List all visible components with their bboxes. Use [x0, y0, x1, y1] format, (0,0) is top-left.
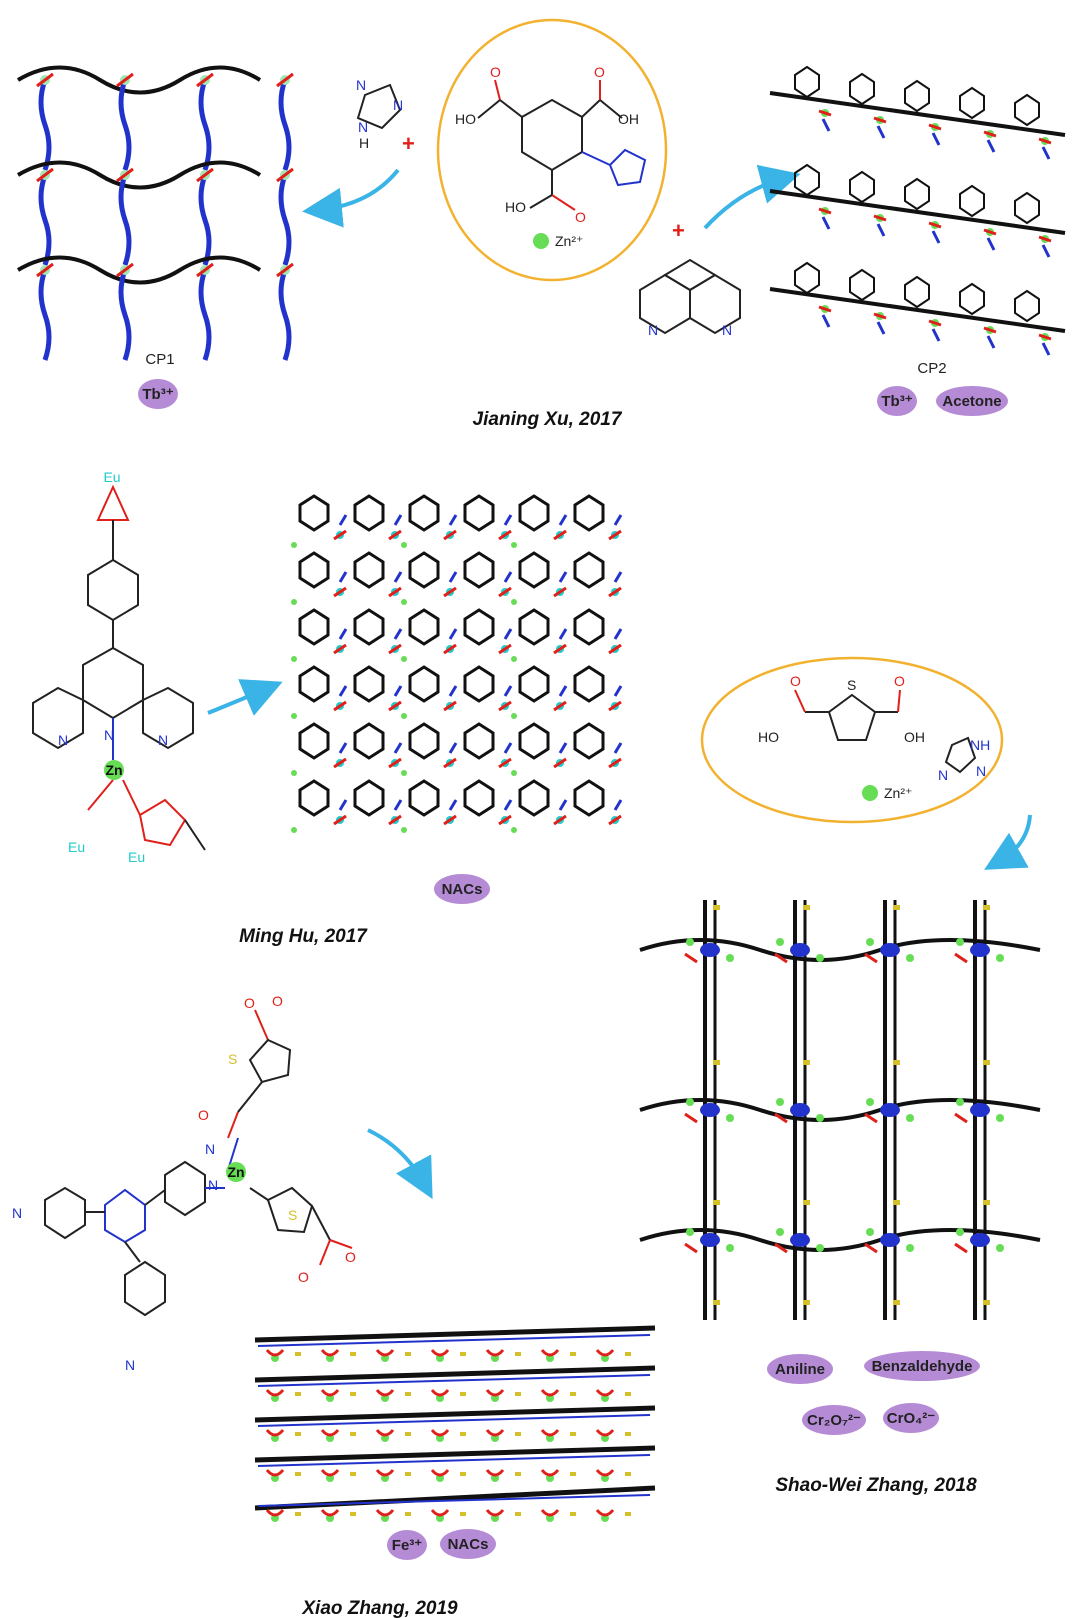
xz-o1: O: [244, 995, 255, 1011]
atom-oh1: OH: [618, 111, 639, 127]
terpy-n-center: N: [104, 727, 114, 743]
atom-o3: O: [575, 209, 586, 225]
tpt-ligand: [44, 1009, 353, 1317]
zinc-ball-1: [533, 233, 549, 249]
arrow-to-mof: [207, 679, 283, 716]
triazole-molecule: [356, 83, 402, 130]
arrow-to-cp2: [703, 164, 801, 230]
panel-ming-hu: Eu N N N Zn Eu Eu NACs Ming Hu, 2017: [32, 469, 623, 947]
thiophene-s: S: [847, 677, 856, 693]
zinc-ball-3: [862, 785, 878, 801]
atom-o2: O: [594, 64, 605, 80]
nacs-pill-1: NACs: [434, 874, 490, 904]
xz-o3: O: [198, 1107, 209, 1123]
svg-text:Fe³⁺: Fe³⁺: [392, 1537, 423, 1554]
ligand-ellipse-2: [700, 656, 1004, 824]
xz-n-pyr: N: [208, 1177, 218, 1193]
tb-pill-left: Tb³⁺: [138, 379, 178, 409]
svg-text:Acetone: Acetone: [942, 393, 1001, 410]
xz-o4: O: [298, 1269, 309, 1285]
svg-text:Benzaldehyde: Benzaldehyde: [872, 1358, 973, 1375]
xz-structure: [254, 1325, 656, 1522]
thiophene-dicarboxylic-acid: [794, 689, 977, 774]
panel-jianing-xu: CP1 Tb³⁺ N N N H +: [16, 18, 1066, 430]
triazole2-n2: N: [976, 763, 986, 779]
eu-label-right: Eu: [128, 849, 145, 865]
caption-jianing-xu: Jianing Xu, 2017: [473, 409, 623, 430]
xz-n-bottom: N: [125, 1357, 135, 1373]
dichromate-pill: Cr₂O₇²⁻: [802, 1405, 866, 1435]
ming-hu-structure: [291, 494, 623, 833]
fe-pill: Fe³⁺: [387, 1530, 427, 1560]
phen-n1: N: [648, 322, 658, 338]
triazole2-nh: NH: [970, 737, 990, 753]
arrow-to-xz-structure: [367, 1128, 433, 1200]
atom-o1: O: [490, 64, 501, 80]
svg-text:Tb³⁺: Tb³⁺: [881, 393, 912, 410]
zinc-ball-2: [104, 760, 124, 780]
nacs-pill-2: NACs: [440, 1529, 496, 1559]
svg-text:Cr₂O₇²⁻: Cr₂O₇²⁻: [807, 1412, 861, 1429]
caption-xiao-zhang: Xiao Zhang, 2019: [301, 1598, 458, 1618]
svg-text:Tb³⁺: Tb³⁺: [142, 386, 173, 403]
svg-text:CrO₄²⁻: CrO₄²⁻: [887, 1410, 935, 1427]
xz-o2: O: [272, 993, 283, 1009]
ttdc-o2: O: [894, 673, 905, 689]
aniline-pill: Aniline: [767, 1354, 833, 1384]
chromate-pill: CrO₄²⁻: [883, 1403, 939, 1433]
cp1-structure: [16, 65, 294, 361]
zinc-ball-4: [226, 1162, 246, 1182]
ttdc-o1: O: [790, 673, 801, 689]
benzaldehyde-pill: Benzaldehyde: [864, 1351, 980, 1381]
tb-pill-right: Tb³⁺: [877, 386, 917, 416]
cp2-label: CP2: [917, 360, 946, 377]
atom-ho1: HO: [455, 111, 476, 127]
terpy-n-right: N: [158, 732, 168, 748]
plus-sign-2: +: [672, 218, 685, 243]
btc-triazole-ligand: [477, 79, 647, 211]
xz-n-left: N: [12, 1205, 22, 1221]
eu-label-left: Eu: [68, 839, 85, 855]
triazole-h: H: [359, 135, 369, 151]
panel-shao-wei-zhang: S O O HO OH NH N N Zn²⁺ Aniline Benzalde…: [639, 656, 1041, 1496]
acetone-pill: Acetone: [936, 386, 1008, 416]
caption-ming-hu: Ming Hu, 2017: [239, 926, 368, 947]
svg-text:NACs: NACs: [448, 1536, 489, 1553]
zn-label-3: Zn²⁺: [884, 785, 912, 801]
svg-text:NACs: NACs: [442, 881, 483, 898]
ttdc-ho: HO: [758, 729, 779, 745]
phenanthroline-molecule: [639, 258, 741, 335]
plus-sign-1: +: [402, 131, 415, 156]
cp2-structure: [769, 65, 1066, 356]
atom-ho2: HO: [505, 199, 526, 215]
zn-label-4: Zn: [227, 1164, 244, 1180]
arrow-to-swz-structure: [984, 814, 1032, 870]
triazole2-n1: N: [938, 767, 948, 783]
terpy-ligand: [32, 484, 206, 851]
terpy-n-left: N: [58, 732, 68, 748]
arrow-to-cp1: [302, 168, 400, 228]
ttdc-oh: OH: [904, 729, 925, 745]
phen-n2: N: [722, 322, 732, 338]
cp1-label: CP1: [145, 351, 174, 368]
xz-s2: S: [288, 1207, 297, 1223]
zn-label-1: Zn²⁺: [555, 233, 583, 249]
triazole-n1: N: [356, 77, 366, 93]
ligand-ellipse-1: [436, 18, 668, 282]
caption-shao-wei-zhang: Shao-Wei Zhang, 2018: [775, 1475, 977, 1496]
triazole-n2: N: [393, 97, 403, 113]
xz-s1: S: [228, 1051, 237, 1067]
xz-n-top: N: [205, 1141, 215, 1157]
xz-o5: O: [345, 1249, 356, 1265]
eu-label-top: Eu: [103, 469, 120, 485]
swz-structure: [639, 900, 1041, 1320]
triazole-n3: N: [358, 119, 368, 135]
svg-text:Aniline: Aniline: [775, 1361, 825, 1378]
panel-xiao-zhang: O O S O N Zn N N N S O O Fe³⁺ NACs Xiao …: [12, 993, 656, 1618]
zn-label-2: Zn: [105, 762, 122, 778]
